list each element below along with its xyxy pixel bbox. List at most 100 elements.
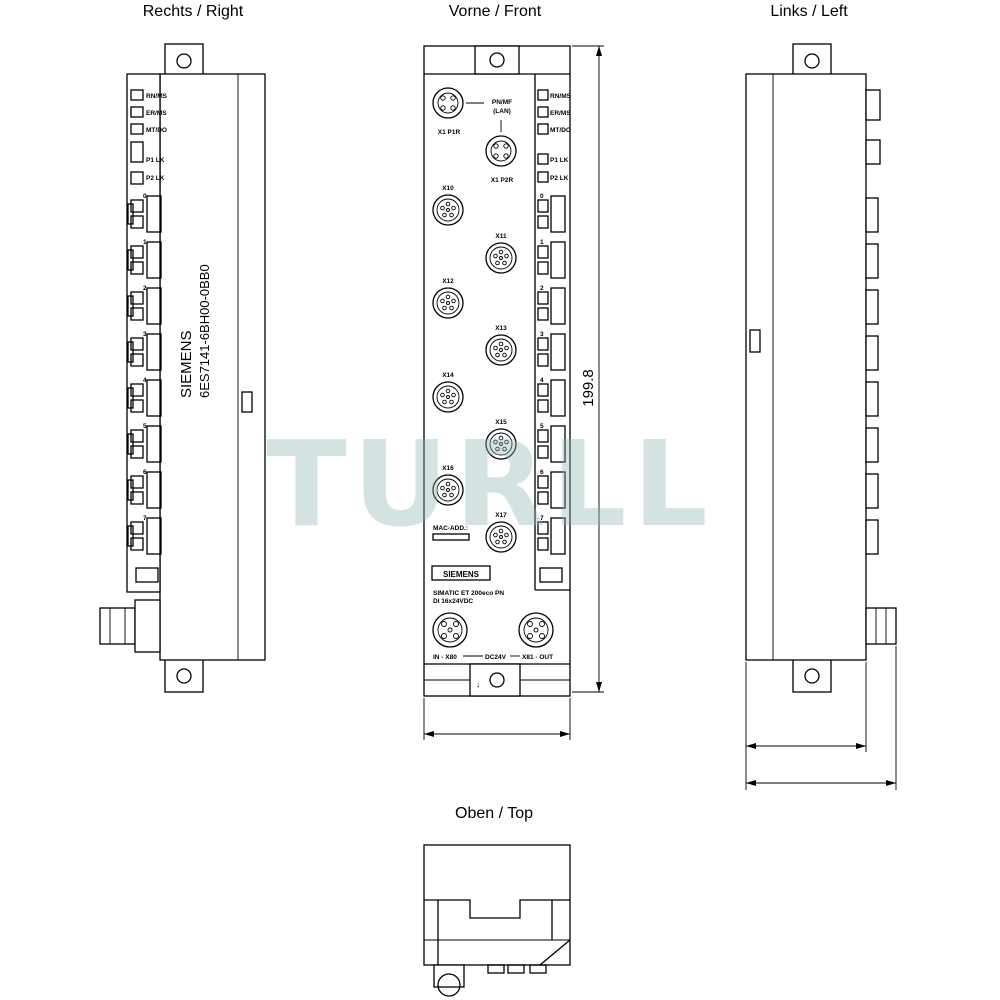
side-bump	[865, 473, 879, 509]
m12-connector: X13	[485, 325, 517, 366]
mount-hole-icon	[489, 52, 505, 68]
ground-arrow-icon: ↓	[476, 680, 480, 689]
housing-body	[159, 73, 266, 661]
front-status-leds: RN/MS ER/MS MT/DO P1 LK P2 LK	[537, 89, 572, 183]
side-order-number: 6ES7141-6BH00-0BB0	[197, 264, 212, 398]
status-led-group: RN/MS ER/MS MT/DO P1 LK P2 LK	[130, 89, 168, 185]
led-label: ER/MS	[146, 110, 167, 117]
view-title-left: Links / Left	[770, 3, 848, 20]
mount-hole-icon	[804, 53, 820, 69]
height-dimension: 199.8	[572, 45, 604, 693]
port-label: X1 P2R	[491, 177, 514, 184]
top-housing	[423, 844, 571, 966]
product-line-1: SIMATIC ET 200eco PN	[433, 590, 504, 597]
connector-label: X12	[442, 278, 454, 285]
front-mount-top	[474, 45, 520, 75]
power-in-label: IN - X80	[433, 654, 457, 661]
mount-hole-icon	[489, 672, 505, 688]
side-bump	[865, 197, 879, 233]
channel-number: 7	[540, 515, 544, 522]
mount-hole-icon	[176, 668, 192, 684]
channel-number: 4	[540, 377, 544, 384]
led-label: RN/MS	[550, 93, 572, 100]
led-label: P1 LK	[550, 157, 569, 164]
m12-connector: X17	[485, 512, 517, 553]
mount-hole-icon	[804, 668, 820, 684]
led-label: P2 LK	[550, 175, 569, 182]
mac-field	[432, 533, 470, 541]
channel-number: 5	[143, 423, 147, 430]
depth-dimension-inner	[745, 662, 867, 790]
channel-number: 3	[540, 331, 544, 338]
channel-led-pair: 3	[127, 331, 162, 371]
view-title-top: Oben / Top	[455, 805, 533, 822]
side-bump	[865, 381, 879, 417]
channel-led-pair: 4	[127, 377, 162, 417]
channel-led-pair: 5	[537, 423, 566, 463]
power-connector-nut	[134, 599, 161, 653]
connector-label: X11	[495, 233, 507, 240]
led-label: ER/MS	[550, 110, 571, 117]
front-brand-box	[431, 565, 491, 581]
led-label: RN/MS	[146, 93, 168, 100]
m12-connector: X15	[485, 419, 517, 460]
channel-led-pair: 3	[537, 331, 566, 371]
channel-number: 0	[143, 193, 147, 200]
port-label: X1 P1R	[438, 129, 461, 136]
channel-led-pair: 7	[127, 515, 162, 555]
channel-number: 0	[540, 193, 544, 200]
channel-number: 7	[143, 515, 147, 522]
height-value: 199.8	[580, 369, 597, 407]
side-brand-label: SIEMENS	[178, 330, 195, 398]
top-connector	[433, 964, 465, 988]
channel-led-pair: 2	[537, 285, 566, 325]
channel-led-pair: 6	[127, 469, 162, 509]
width-dimension	[423, 698, 571, 740]
connector-label: X17	[495, 512, 507, 519]
mount-ear-top	[792, 43, 832, 79]
side-bump	[865, 427, 879, 463]
side-bump	[865, 139, 881, 165]
channel-number: 6	[143, 469, 147, 476]
port-p2-connector	[485, 135, 517, 167]
depth-dimension-outer	[746, 646, 897, 790]
power-voltage-label: DC24V	[485, 654, 507, 661]
channel-led-pair: 0	[537, 193, 566, 233]
connector-label: X15	[495, 419, 507, 426]
pn-label: (LAN)	[493, 108, 511, 115]
channel-number: 2	[540, 285, 544, 292]
m12-connector: X11	[485, 233, 517, 274]
channel-led-pair: 2	[127, 285, 162, 325]
connector-label: X10	[442, 185, 454, 192]
channel-number: 5	[540, 423, 544, 430]
mount-hole-icon	[176, 53, 192, 69]
m12-connector: X16	[432, 465, 464, 506]
mac-label: MAC-ADD.:	[433, 525, 468, 532]
channel-number: 1	[540, 239, 544, 246]
connector-label: X13	[495, 325, 507, 332]
product-line-2: DI 16x24VDC	[433, 598, 473, 605]
channel-number: 2	[143, 285, 147, 292]
led-window	[135, 567, 159, 583]
connector-label: X14	[442, 372, 454, 379]
m12-connector: X14	[432, 372, 464, 413]
power-connector-stub	[99, 607, 136, 645]
housing-body	[745, 73, 867, 661]
side-bump	[865, 335, 879, 371]
channel-number: 4	[143, 377, 147, 384]
channel-led-pair: 7	[537, 515, 566, 555]
left-side-view	[745, 43, 897, 790]
power-out-label: X81 - OUT	[522, 654, 553, 661]
pn-label: PN/MF	[492, 99, 512, 106]
m12-connector: X12	[432, 278, 464, 319]
top-connector-nut	[437, 973, 461, 997]
mount-ear-top	[164, 43, 204, 79]
clip	[241, 391, 253, 413]
led-label: MT/DO	[146, 127, 167, 134]
view-title-front: Vorne / Front	[449, 3, 542, 20]
channel-led-pair: 5	[127, 423, 162, 463]
